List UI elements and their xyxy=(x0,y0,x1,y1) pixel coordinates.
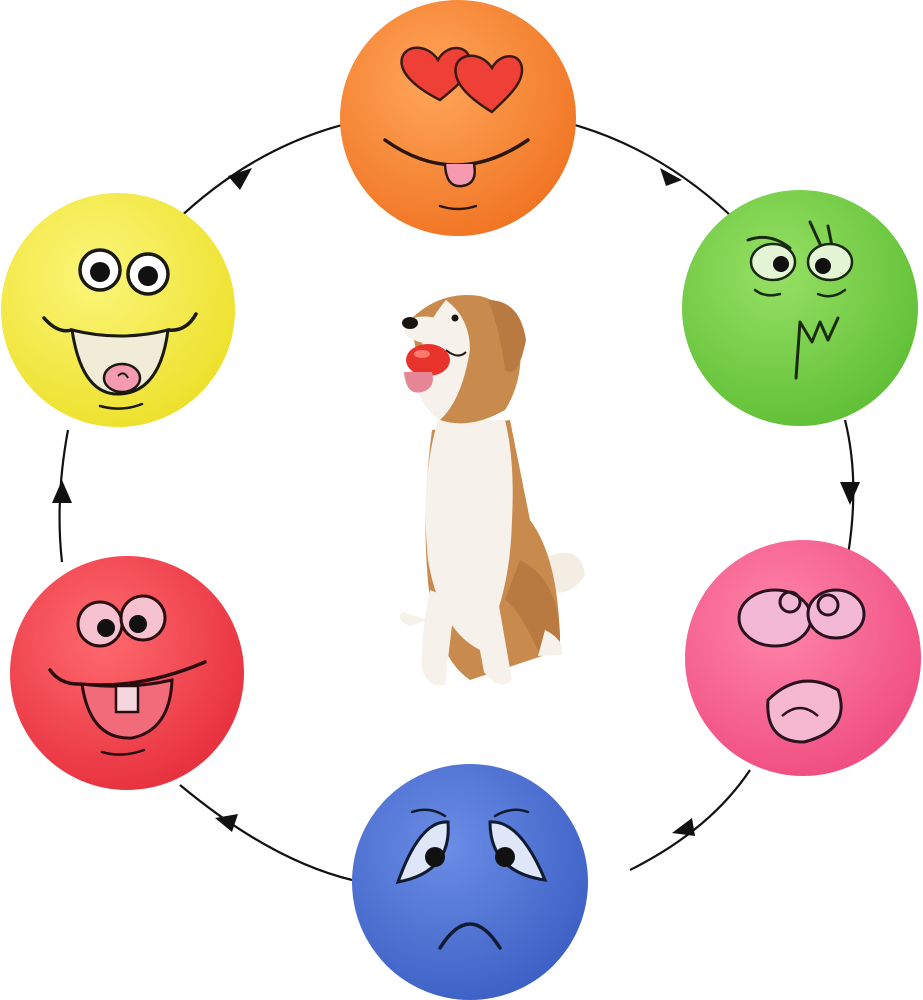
open-mouth-icon xyxy=(766,679,843,744)
dog-nose-icon xyxy=(402,317,418,329)
pink-ball xyxy=(685,540,921,776)
cycle-arrows xyxy=(52,168,860,836)
eye-right-icon xyxy=(806,242,854,282)
open-mouth-icon xyxy=(70,327,170,396)
arrow-icon xyxy=(660,168,682,186)
eye-right-icon xyxy=(488,820,548,882)
eye-right-icon xyxy=(806,588,866,640)
zigzag-mouth-icon xyxy=(794,316,840,380)
green-ball xyxy=(682,190,918,426)
blue-ball xyxy=(352,764,588,1000)
arrow-icon xyxy=(52,480,72,503)
arrow-icon xyxy=(840,482,860,505)
arrow-icon xyxy=(672,818,695,836)
arrow-icon xyxy=(228,168,252,190)
heart-eye-right-icon xyxy=(454,54,524,114)
yellow-ball xyxy=(1,193,235,427)
orange-ball xyxy=(340,0,576,236)
dog-tongue-icon xyxy=(404,372,433,393)
eye-left-icon xyxy=(395,820,450,884)
tongue-icon xyxy=(443,163,476,188)
buck-tooth-icon xyxy=(114,684,140,714)
dog-eye-icon xyxy=(451,314,459,322)
arrow-icon xyxy=(215,814,238,832)
tongue-icon xyxy=(102,362,142,394)
red-toy-icon xyxy=(406,344,450,376)
dog-illustration xyxy=(399,295,585,686)
red-ball xyxy=(10,556,244,790)
frown-mouth-icon xyxy=(438,922,502,950)
